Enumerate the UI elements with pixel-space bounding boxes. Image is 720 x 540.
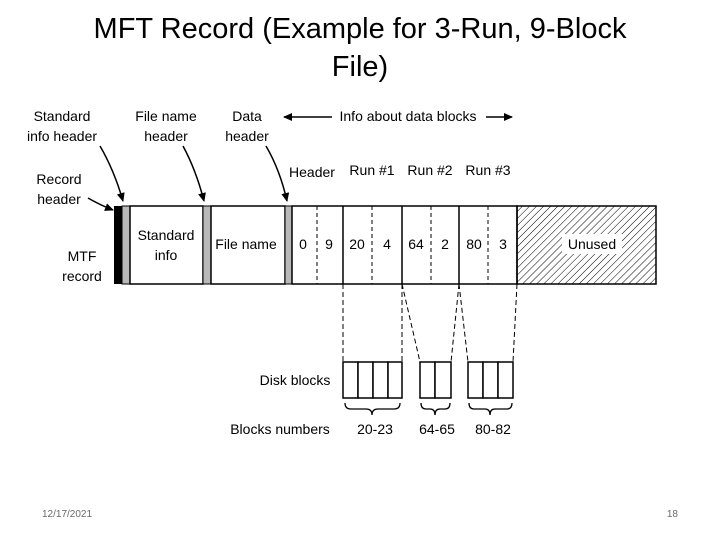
file-name-header-label-line2: header [144, 128, 188, 144]
data-header-arrow [265, 145, 290, 202]
standard-info-header-label-line2: info header [27, 128, 97, 144]
standard-info-header-label-line1: Standard [34, 108, 91, 124]
slide-title: MFT Record (Example for 3-Run, 9-Block F… [0, 10, 720, 86]
header-value-9: 9 [325, 236, 333, 252]
slide-title-line-1: MFT Record (Example for 3-Run, 9-Block [93, 13, 627, 45]
file-name-cell-text: File name [215, 236, 277, 252]
disk-block [419, 361, 436, 399]
run2-start-value: 64 [408, 236, 424, 252]
disk-blocks-run1 [342, 361, 403, 399]
run2-count-value: 2 [441, 236, 449, 252]
standard-info-header-arrow [99, 145, 125, 202]
run3-start-value: 80 [466, 236, 482, 252]
standard-info-header-cell [121, 205, 131, 285]
info-about-data-blocks-label: Info about data blocks [340, 108, 477, 124]
brace-run2 [420, 402, 451, 416]
slide-title-line-2: File) [331, 51, 389, 83]
file-name-cell [210, 205, 286, 285]
standard-info-cell [129, 205, 204, 285]
block-range-run3: 80-82 [475, 421, 511, 437]
disk-block [497, 361, 514, 399]
connector-run3-left [458, 283, 469, 363]
block-range-run2: 64-65 [419, 421, 455, 437]
data-header-label-line1: Data [232, 108, 262, 124]
mft-record-bar: Standard info File name 0 9 20 4 64 2 80… [114, 205, 657, 285]
connector-run2-right [450, 283, 460, 363]
connector-run2-left [401, 283, 421, 363]
disk-block [387, 361, 403, 399]
file-name-header-cell [202, 205, 212, 285]
disk-blocks-label: Disk blocks [260, 372, 331, 388]
header-value-0: 0 [299, 236, 307, 252]
run-2-label: Run #2 [407, 162, 452, 178]
connector-run3-right [512, 283, 518, 363]
block-range-run1: 20-23 [357, 421, 393, 437]
header-label: Header [289, 164, 335, 180]
disk-block [482, 361, 499, 399]
record-header-label-line2: header [37, 191, 81, 207]
disk-block [357, 361, 374, 399]
data-header-cell [284, 205, 293, 285]
unused-label-background [562, 234, 622, 254]
run1-count-value: 4 [383, 236, 391, 252]
disk-blocks-run2 [419, 361, 452, 399]
mtf-record-label-line1: MTF [68, 248, 97, 264]
record-header-cell [114, 206, 122, 284]
unused-label: Unused [568, 236, 616, 252]
disk-blocks-run3 [467, 361, 514, 399]
standard-info-cell-line1: Standard [138, 227, 195, 243]
standard-info-cell-line2: info [155, 247, 178, 263]
slide-page-number: 18 [666, 509, 678, 520]
run-3-label: Run #3 [465, 162, 510, 178]
data-blocks-area [291, 205, 518, 285]
mtf-record-label-line2: record [62, 268, 102, 284]
run-1-label: Run #1 [349, 162, 394, 178]
blocks-numbers-label: Blocks numbers [230, 421, 330, 437]
disk-block [467, 361, 484, 399]
run1-start-value: 20 [349, 236, 365, 252]
brace-run3 [468, 402, 513, 416]
record-header-label-line1: Record [36, 171, 81, 187]
data-header-label-line2: header [225, 128, 269, 144]
file-name-header-label-line1: File name [135, 108, 197, 124]
run3-count-value: 3 [499, 236, 507, 252]
brace-run1 [344, 402, 401, 416]
disk-block [342, 361, 359, 399]
file-name-header-arrow [182, 145, 206, 202]
slide-date: 12/17/2021 [42, 509, 93, 520]
disk-block [372, 361, 389, 399]
record-header-arrow [87, 197, 114, 211]
disk-block [434, 361, 452, 399]
